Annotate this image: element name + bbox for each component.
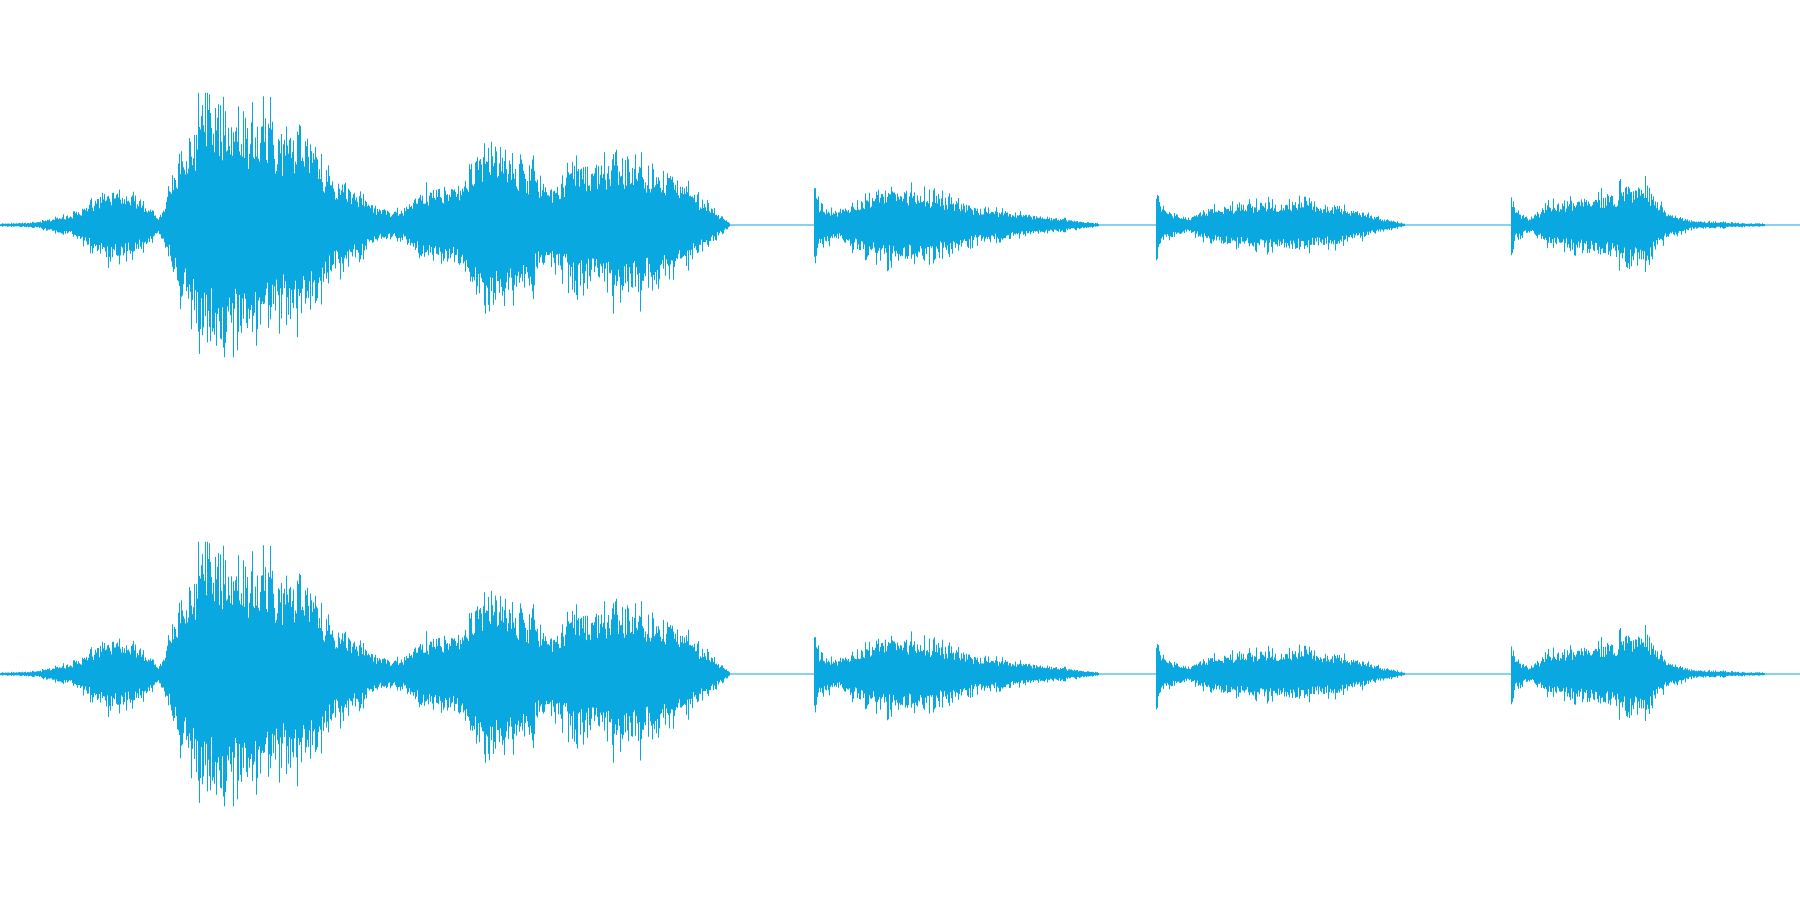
left-channel-samples (0, 92, 1765, 358)
right-channel-waveform[interactable] (0, 541, 1800, 807)
left-channel-waveform[interactable] (0, 92, 1800, 358)
right-channel-samples (0, 541, 1765, 807)
